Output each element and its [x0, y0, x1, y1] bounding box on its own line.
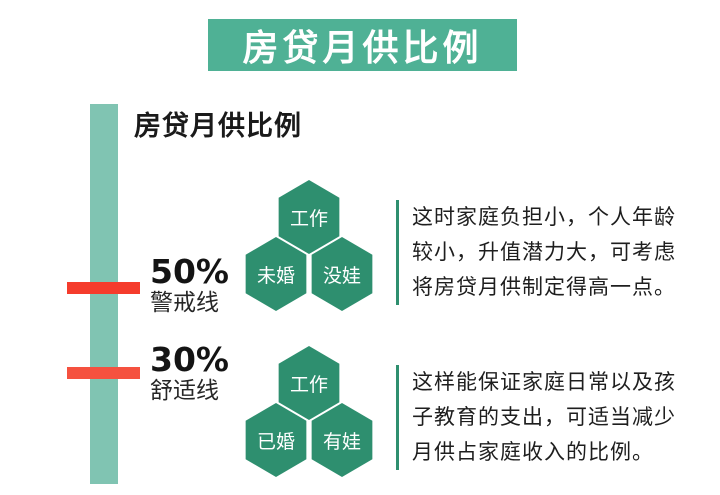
tag-label: 工作	[289, 373, 328, 396]
description-line: 这时家庭负担小，个人年龄	[412, 205, 676, 229]
tag-hexagon-married: 已婚	[245, 403, 307, 477]
warning-line-marker	[67, 282, 140, 294]
tag-hexagon-work: 工作	[278, 346, 340, 420]
scale-bar	[90, 104, 118, 484]
tag-hexagon-unmarried: 未婚	[245, 237, 307, 311]
page-title: 房贷月供比例	[242, 28, 483, 69]
title-banner: 房贷月供比例	[208, 19, 517, 71]
tag-label: 有娃	[322, 430, 361, 453]
description-line: 将房贷月供制定得高一点。	[412, 275, 676, 299]
section-subtitle: 房贷月供比例	[134, 111, 302, 142]
comfort-line-marker	[67, 367, 140, 379]
warning-label: 警戒线	[150, 290, 219, 316]
description-line: 子教育的支出，可适当减少	[412, 405, 676, 429]
comfort-percent: 30%	[150, 340, 229, 379]
tag-hexagon-work: 工作	[278, 180, 340, 254]
warning-level: 50% 警戒线	[150, 252, 229, 317]
tag-label: 已婚	[256, 430, 295, 453]
comfort-level: 30% 舒适线	[150, 340, 229, 405]
tag-hexagon-no-kids: 没娃	[311, 237, 373, 311]
tag-label: 未婚	[256, 264, 295, 287]
tag-hexagon-has-kids: 有娃	[311, 403, 373, 477]
warning-description: 这时家庭负担小，个人年龄 较小，升值潜力大，可考虑 将房贷月供制定得高一点。	[396, 200, 696, 305]
description-line: 月供占家庭收入的比例。	[412, 440, 654, 464]
warning-percent: 50%	[150, 252, 229, 291]
comfort-label: 舒适线	[150, 378, 219, 404]
description-line: 这样能保证家庭日常以及孩	[412, 370, 676, 394]
comfort-description: 这样能保证家庭日常以及孩 子教育的支出，可适当减少 月供占家庭收入的比例。	[396, 365, 696, 470]
tag-label: 工作	[289, 207, 328, 230]
tag-label: 没娃	[322, 264, 361, 287]
description-line: 较小，升值潜力大，可考虑	[412, 240, 676, 264]
